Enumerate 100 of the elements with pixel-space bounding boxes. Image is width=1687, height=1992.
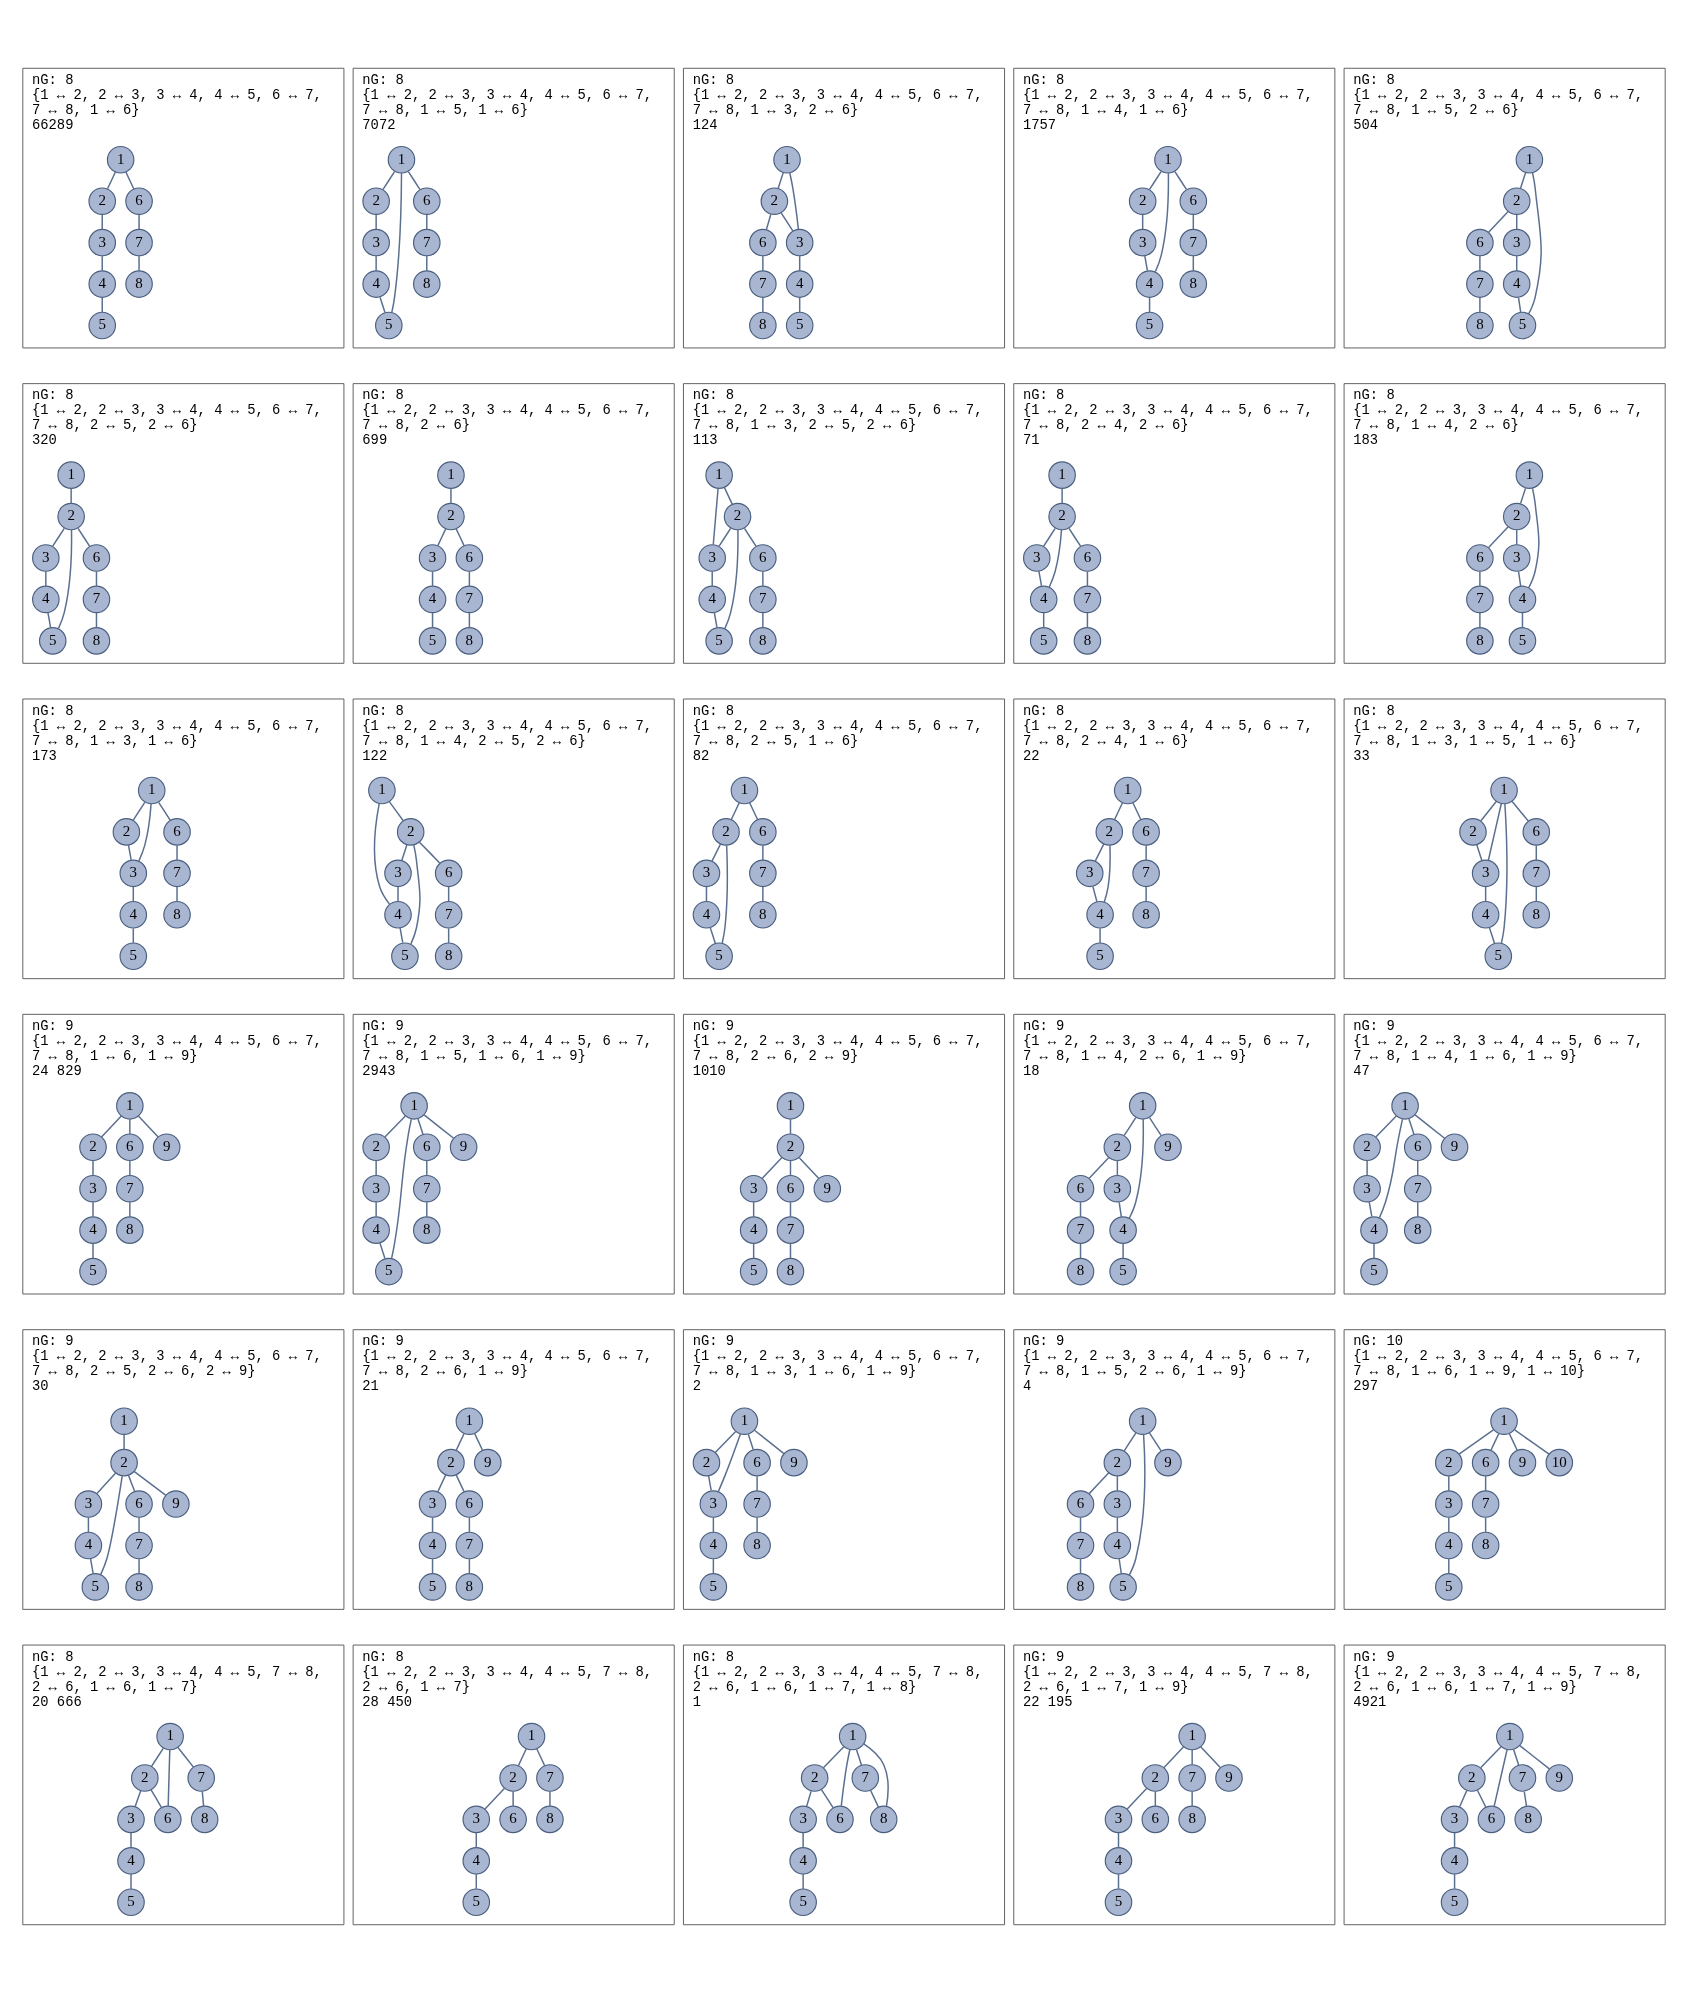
node-circle: 8 — [1131, 900, 1160, 929]
connector — [755, 1474, 758, 1491]
connector — [1488, 926, 1495, 944]
connector — [862, 1742, 889, 1807]
node-circle: 3 — [1502, 228, 1531, 256]
connector — [388, 800, 404, 821]
node-circle: 8 — [124, 1572, 153, 1601]
node-circle: 6 — [412, 1132, 441, 1161]
connector — [780, 211, 794, 232]
node-circle: 5 — [1440, 1887, 1468, 1916]
node-circle: 9 — [1440, 1132, 1468, 1161]
connector — [137, 1114, 159, 1138]
node-circle: 6 — [748, 817, 777, 846]
connector — [1447, 1516, 1450, 1533]
node-circle: 6 — [1073, 543, 1101, 572]
node-circle: 2 — [1103, 1448, 1131, 1476]
connector — [425, 213, 428, 230]
node-circle: 3 — [1440, 1805, 1468, 1833]
node-circle: 9 — [1545, 1763, 1573, 1792]
node-circle: 4 — [788, 1846, 817, 1875]
node-circle: 6 — [82, 543, 110, 572]
node-circle: 7 — [1508, 1763, 1536, 1792]
node-circle: 3 — [116, 1805, 145, 1833]
connector — [1148, 1116, 1162, 1136]
connector — [407, 170, 421, 190]
connector — [1091, 885, 1098, 902]
connector — [1512, 1748, 1519, 1766]
node-circle: 8 — [1521, 900, 1550, 929]
node-circle: 4 — [692, 900, 720, 929]
connector — [1131, 801, 1142, 820]
node-circle: 9 — [152, 1132, 180, 1161]
node-circle: 7 — [748, 269, 777, 298]
node-circle: 5 — [704, 941, 733, 970]
node-circle: 4 — [1104, 1846, 1132, 1875]
node-circle: 6 — [1179, 186, 1207, 215]
node-circle: 5 — [1484, 941, 1512, 970]
connector — [418, 840, 441, 864]
node-circle: 6 — [1477, 1805, 1505, 1833]
node-circle: 3 — [788, 1805, 817, 1833]
node-circle: 7 — [1465, 269, 1494, 298]
connector — [1478, 254, 1481, 271]
connector — [511, 1790, 514, 1807]
connector — [765, 213, 772, 230]
connector — [840, 1748, 851, 1807]
connector — [1519, 171, 1526, 189]
node-circle: 5 — [788, 1887, 817, 1916]
node-circle: 5 — [1135, 311, 1163, 339]
node-circle: 1 — [704, 460, 733, 489]
node-circle: 8 — [412, 269, 441, 298]
connector — [473, 1432, 483, 1451]
node-circle: 1 — [436, 460, 465, 489]
node-circle: 3 — [87, 228, 116, 256]
node-circle: 7 — [1465, 585, 1494, 613]
node-circle: 1 — [1489, 776, 1518, 804]
node-circle: 1 — [106, 145, 134, 174]
node-circle: 7 — [1179, 228, 1207, 256]
node-circle: 7 — [1177, 1763, 1206, 1792]
node-circle: 8 — [869, 1805, 897, 1833]
node-circle: 10 — [1545, 1448, 1573, 1476]
node-circle: 4 — [1440, 1846, 1468, 1875]
node-circle: 5 — [1104, 1887, 1132, 1916]
node-circle: 2 — [1457, 1763, 1486, 1792]
connector — [436, 1473, 446, 1492]
node-circle: 1 — [367, 776, 396, 804]
connector — [1489, 1432, 1500, 1451]
connector — [425, 254, 428, 271]
connector — [409, 843, 421, 945]
connector — [1190, 1748, 1193, 1765]
node-circle: 2 — [361, 186, 390, 215]
connector — [400, 843, 408, 861]
node-circle: 2 — [56, 502, 85, 530]
node-circle: 1 — [1153, 145, 1182, 174]
connector — [91, 1159, 94, 1176]
connector — [723, 486, 733, 505]
node-circle: 1 — [776, 1091, 804, 1120]
connector — [201, 1790, 204, 1807]
node-circle: 3 — [1434, 1489, 1463, 1518]
connector — [176, 1746, 194, 1768]
node-circle: 2 — [1352, 1132, 1381, 1161]
connector — [1510, 800, 1529, 822]
node-circle: 5 — [38, 626, 67, 655]
node-circle: 4 — [1359, 1215, 1388, 1244]
node-circle: 8 — [455, 626, 483, 655]
connector — [137, 213, 140, 230]
node-circle: 3 — [1502, 543, 1531, 572]
connector — [1060, 487, 1063, 504]
node-circle: 7 — [434, 900, 462, 929]
node-circle: 2 — [130, 1763, 159, 1792]
node-circle: 4 — [116, 1846, 145, 1875]
connector — [374, 213, 377, 230]
node-circle: 2 — [1434, 1448, 1463, 1476]
node-circle: 6 — [1066, 1174, 1094, 1202]
connector — [517, 1747, 527, 1766]
node-circle: 5 — [1434, 1572, 1463, 1601]
node-circle: 2 — [109, 1448, 138, 1476]
node-circle: 6 — [153, 1805, 182, 1833]
node-circle: 9 — [449, 1132, 477, 1161]
node-circle: 1 — [517, 1722, 545, 1750]
node-circle: 6 — [1141, 1805, 1169, 1833]
node-circle: 6 — [124, 186, 153, 215]
